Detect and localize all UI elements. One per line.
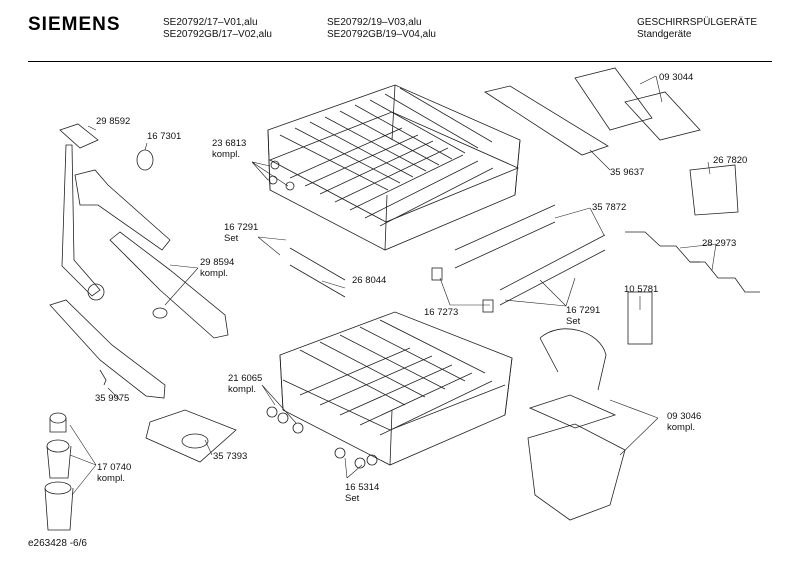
spray-arm-drawing	[49, 123, 229, 399]
upper-basket-drawing	[267, 84, 521, 251]
brand-logo: SIEMENS	[28, 14, 121, 35]
subcategory-title: Standgeräte	[637, 29, 692, 40]
part-label-267820: 26 7820	[713, 155, 748, 166]
part-label-282973: 28 2973	[702, 238, 737, 249]
model-list-2: SE20792/19–V03,alu SE20792GB/19–V04,alu	[327, 17, 436, 41]
part-label-359975: 35 9975	[95, 393, 130, 404]
model-list-1: SE20792/17–V01,alu SE20792GB/17–V02,alu	[163, 17, 272, 41]
category-title: GESCHIRRSPÜLGERÄTE	[637, 17, 758, 28]
leader-lines	[69, 75, 717, 496]
model-line: SE20792GB/19–V04,alu	[327, 29, 436, 40]
drawing-code: e263428 -6/6	[28, 538, 87, 549]
lower-basket-drawing	[279, 311, 513, 466]
part-label-357393: 35 7393	[213, 451, 248, 462]
part-label-167301: 16 7301	[147, 131, 182, 142]
racks-drawing	[44, 67, 760, 531]
category-block: GESCHIRRSPÜLGERÄTE Standgeräte	[637, 17, 757, 41]
model-line: SE20792/17–V01,alu	[163, 17, 258, 28]
header-rule	[28, 61, 772, 62]
part-label-093044: 09 3044	[659, 72, 694, 83]
part-label-268044: 26 8044	[352, 275, 387, 286]
part-label-105781: 10 5781	[624, 284, 659, 295]
model-line: SE20792GB/17–V02,alu	[163, 29, 272, 40]
part-label-167273: 16 7273	[424, 307, 459, 318]
part-label-357872: 35 7872	[592, 202, 627, 213]
part-label-359637: 35 9637	[610, 167, 645, 178]
model-line: SE20792/19–V03,alu	[327, 17, 422, 28]
wheels-drawing	[266, 406, 378, 469]
part-label-298592: 29 8592	[96, 116, 131, 127]
